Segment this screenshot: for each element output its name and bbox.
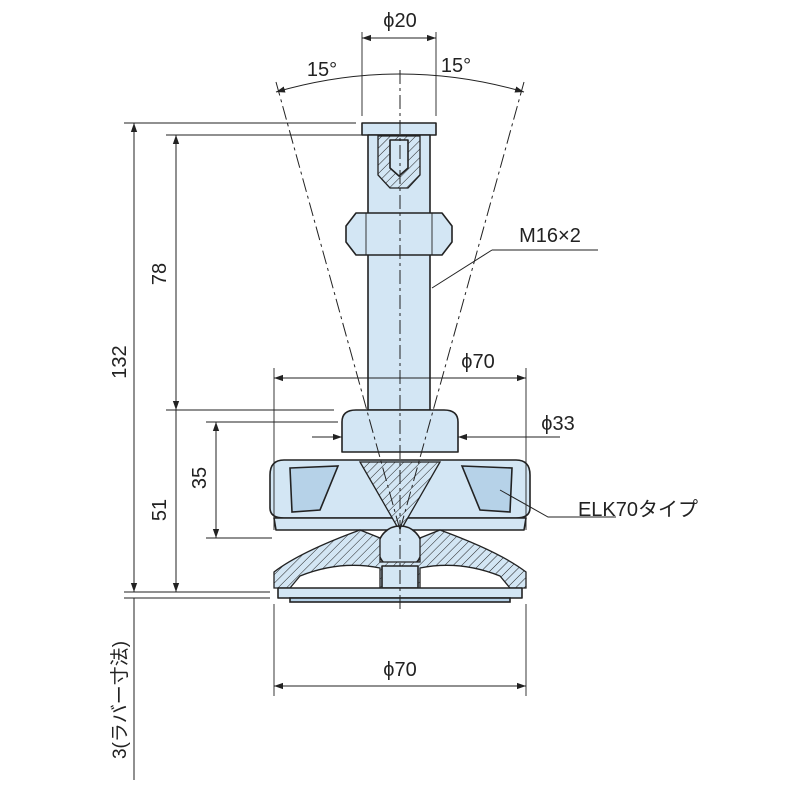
pivot-diameter-label: ϕ33 bbox=[541, 413, 574, 435]
tilt-right-label: 15° bbox=[441, 55, 471, 77]
type-label: ELK70タイプ bbox=[578, 498, 698, 521]
top-diameter-label: ϕ70 bbox=[461, 351, 494, 373]
top-cap bbox=[361, 122, 437, 136]
total-height-label: 132 bbox=[109, 345, 131, 378]
hex-nut bbox=[345, 212, 453, 256]
stroke-height-label: 78 bbox=[149, 263, 171, 285]
tilt-left-label: 15° bbox=[307, 59, 337, 81]
pad-height-label: 35 bbox=[189, 467, 211, 489]
shaft-diameter-label: ϕ20 bbox=[383, 10, 416, 32]
thread-label: M16×2 bbox=[519, 225, 581, 247]
rubber-note-label: 3(ラバー寸法) bbox=[109, 641, 131, 759]
base-height-label: 51 bbox=[149, 499, 171, 521]
base-diameter-label: ϕ70 bbox=[383, 659, 416, 681]
